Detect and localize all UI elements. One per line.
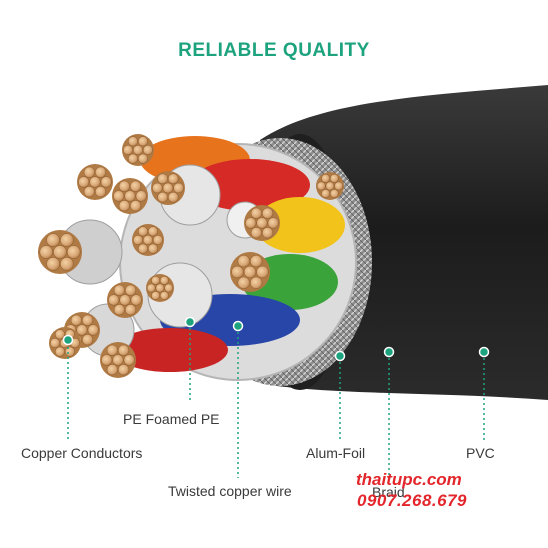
copper-strand-bundle	[316, 172, 344, 200]
callout-dots	[62, 316, 490, 362]
label-braid: Braid	[372, 484, 405, 500]
copper-strand-bundle	[122, 134, 154, 166]
insulated-wire	[112, 328, 228, 372]
copper-conductors	[38, 134, 344, 378]
copper-strand-bundle	[100, 342, 136, 378]
copper-strand-bundle	[151, 171, 185, 205]
label-pe-foamed: PE Foamed PE	[123, 411, 220, 427]
watermark-site: thaitupc.com	[356, 470, 462, 489]
copper-strand-bundle	[107, 282, 143, 318]
page-title: RELIABLE QUALITY	[178, 40, 370, 61]
label-alum-foil: Alum-Foil	[306, 445, 366, 461]
copper-strand-bundle	[112, 178, 148, 214]
watermark-phone: 0907.268.679	[357, 491, 467, 510]
copper-strand-bundle	[38, 230, 82, 274]
copper-strand-bundle	[146, 274, 174, 302]
copper-strand-bundle	[77, 164, 113, 200]
copper-strand-bundle	[244, 205, 280, 241]
copper-strand-bundle	[230, 252, 270, 292]
copper-strand-bundle	[132, 224, 164, 256]
insulated-wire	[255, 197, 345, 253]
label-twisted-wire: Twisted copper wire	[168, 483, 292, 499]
callout-lines	[67, 323, 485, 478]
label-copper-conductors: Copper Conductors	[21, 445, 143, 461]
label-pvc: PVC	[466, 445, 495, 461]
